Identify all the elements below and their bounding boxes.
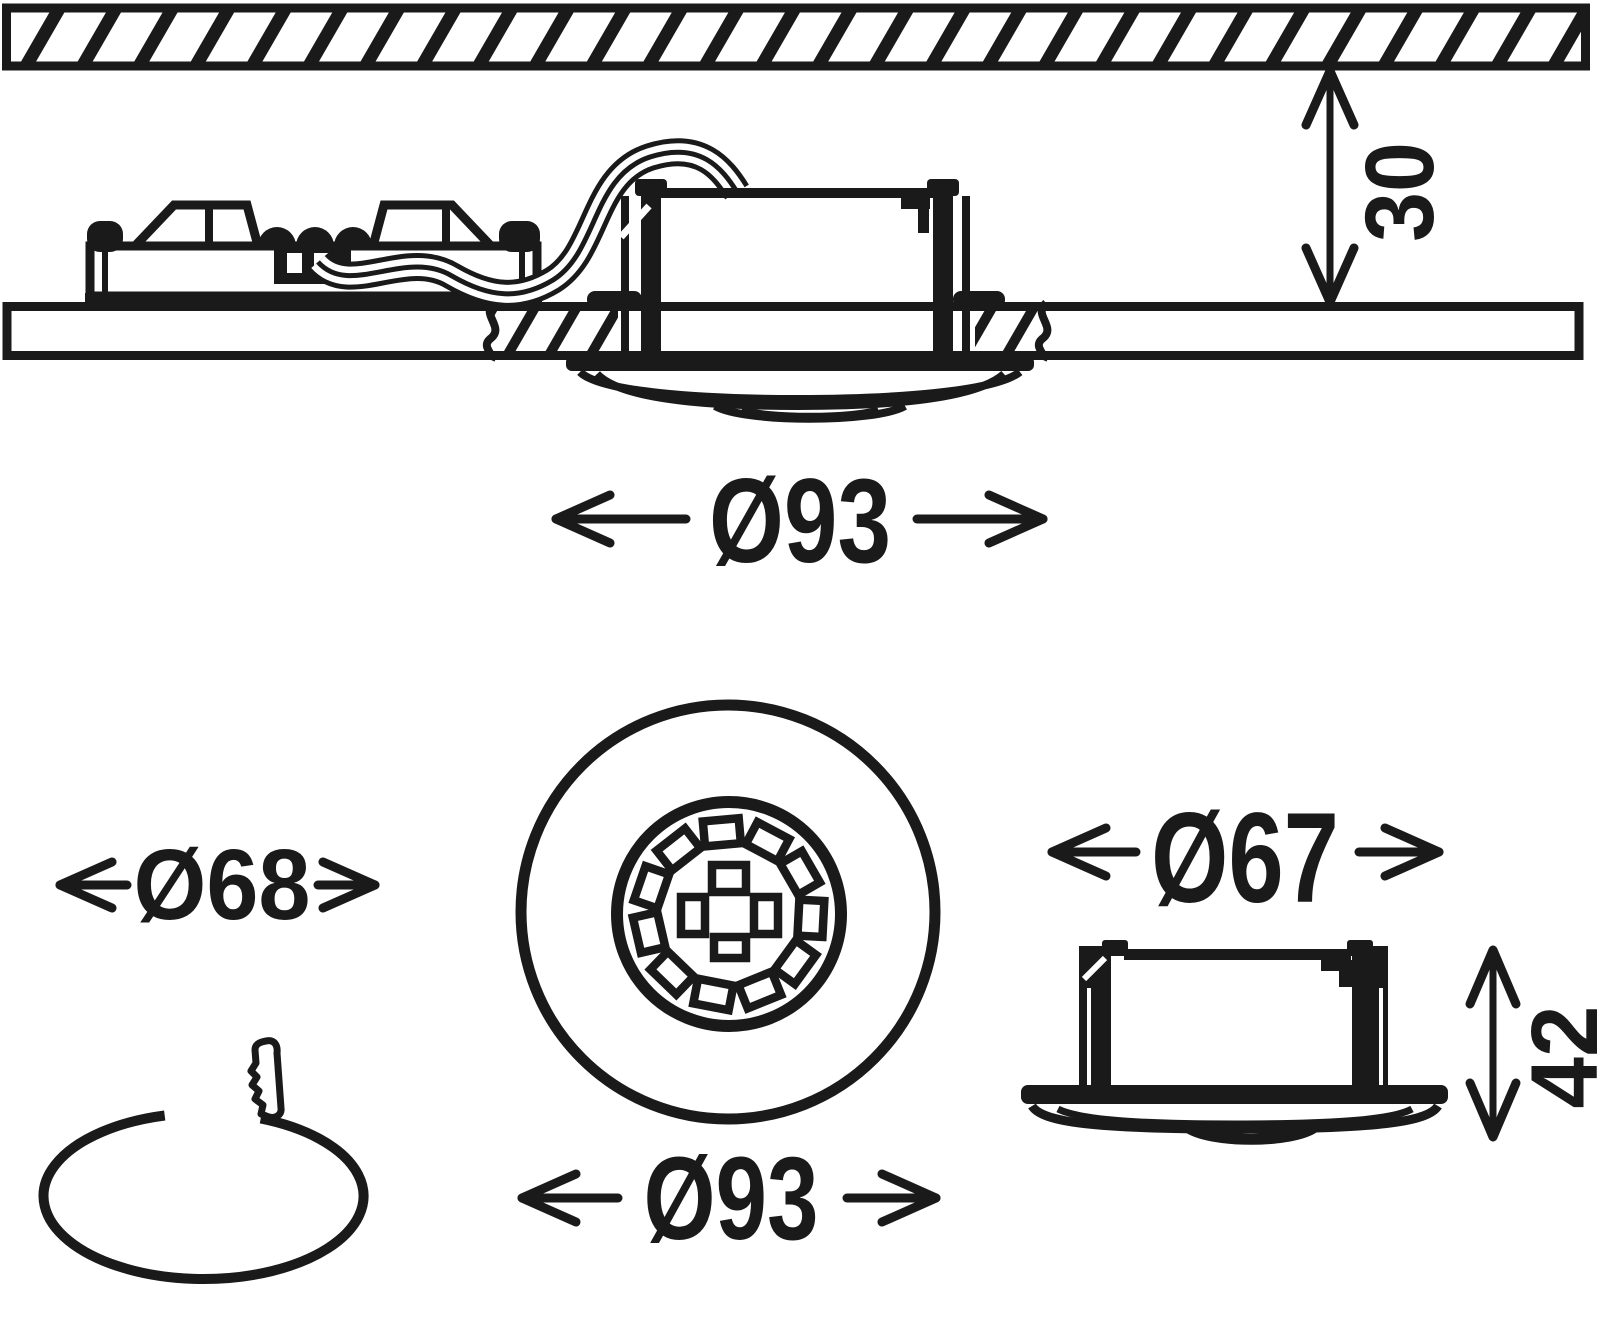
cable-clamp-right [367, 200, 502, 251]
panel-break-line-right [1034, 299, 1052, 362]
trim-flange [1021, 1085, 1448, 1104]
ceiling-cross-section [2, 3, 1590, 71]
jigsaw-blade-icon [247, 1037, 285, 1121]
dimension-recess-depth: 30 [1301, 66, 1454, 307]
ceiling-outline [2, 3, 1590, 71]
led-chip [732, 966, 787, 1014]
led-chip [644, 945, 700, 1001]
arrow-right-icon [1380, 823, 1444, 881]
led-center-cluster [676, 860, 783, 963]
driver-box [85, 200, 542, 311]
arrow-left-icon [1047, 823, 1111, 881]
clip-hook-side [918, 198, 929, 233]
dimension-housing-diameter: Ø67 [1047, 787, 1444, 930]
led-chip [739, 816, 796, 867]
dimension-cutout-diameter: Ø68 [55, 829, 380, 941]
clip-slit-left [1087, 988, 1091, 1088]
clip-slit-right [1379, 988, 1383, 1088]
clip-arm-right [953, 291, 1005, 308]
led-chip [709, 932, 751, 963]
connection-wires [307, 138, 749, 308]
led-chip [650, 822, 707, 877]
led-chip [792, 895, 829, 942]
clip-hook-top [1321, 960, 1352, 971]
housing-top-edge [1124, 949, 1351, 960]
mounting-panel-cross-section [2, 299, 1584, 362]
dimension-trim-diameter-side: Ø93 [551, 454, 1048, 588]
ceiling-hatch-fill [6, 8, 1586, 66]
panel-hatch-left [492, 311, 618, 351]
dim-label-unit-height: 42 [1512, 1006, 1600, 1109]
driver-end-post-right [499, 221, 540, 252]
trim-ring-outer [515, 699, 941, 1125]
lens-bump-inner [740, 406, 880, 419]
clip-cap-right [927, 179, 959, 196]
led-chip [707, 860, 751, 897]
lens-edge-inner [1056, 1105, 1414, 1128]
spring-clip-left [641, 182, 661, 358]
dimension-unit-height: 42 [1465, 945, 1600, 1142]
led-chip [676, 892, 710, 939]
ceiling-cutout-view [38, 1037, 369, 1284]
arrow-up-icon [1301, 66, 1359, 130]
cutout-ellipse [38, 1110, 369, 1284]
clip-spring-detail [1081, 955, 1108, 982]
dimension-trim-diameter-front: Ø93 [517, 1133, 941, 1265]
trim-flange [566, 356, 1034, 371]
arrow-left-icon [55, 857, 117, 913]
panel-break-line-left [482, 299, 500, 362]
arrow-left-icon [517, 1169, 581, 1227]
recessed-fixture-side-view [566, 179, 1034, 423]
lens-bump-outer [1183, 1124, 1319, 1145]
panel-outline [2, 302, 1584, 360]
wire-loops [258, 227, 372, 246]
led-chip [688, 973, 739, 1016]
wire-divider [316, 149, 740, 297]
housing-top-edge [655, 188, 933, 198]
arrow-down-icon [1465, 1078, 1521, 1142]
clip-hook-side [1339, 960, 1352, 987]
dim-label-cutout-diameter: Ø68 [134, 829, 311, 941]
led-chip [749, 892, 783, 939]
led-chip [627, 906, 671, 958]
terminal-slot [287, 253, 302, 273]
cable-clamp-left [124, 200, 264, 251]
clip-arm-left [587, 291, 642, 308]
led-chip [774, 845, 826, 901]
led-module-ring [611, 796, 847, 1032]
arrow-down-icon [1301, 243, 1359, 307]
spring-clip-right [933, 182, 953, 358]
lens-edge-inner [594, 370, 1007, 411]
arrow-right-icon [318, 857, 380, 913]
lens-edge-outer [1028, 1103, 1442, 1134]
fixture-front-view [515, 699, 941, 1125]
arrow-right-icon [877, 1169, 941, 1227]
arrow-left-icon [551, 490, 615, 548]
led-chip [768, 934, 822, 991]
panel-hatch-right [975, 311, 1042, 351]
dim-label-housing-diameter: Ø67 [1151, 787, 1339, 930]
lens-bump-inner [1208, 1127, 1294, 1140]
driver-end-post-left [87, 221, 123, 252]
dim-label-recess-depth: 30 [1345, 142, 1454, 242]
dim-label-trim-diameter-front: Ø93 [644, 1133, 819, 1265]
arrow-up-icon [1465, 945, 1521, 1009]
arrow-right-icon [984, 490, 1048, 548]
led-chip-ring [627, 813, 829, 1016]
led-chip [698, 813, 746, 851]
clip-hook-top [901, 198, 930, 209]
clip-spring-detail [618, 203, 652, 240]
led-chip [628, 860, 675, 914]
dim-label-trim-diameter-side: Ø93 [709, 454, 891, 588]
fixture-unit-side-view [1021, 940, 1448, 1145]
